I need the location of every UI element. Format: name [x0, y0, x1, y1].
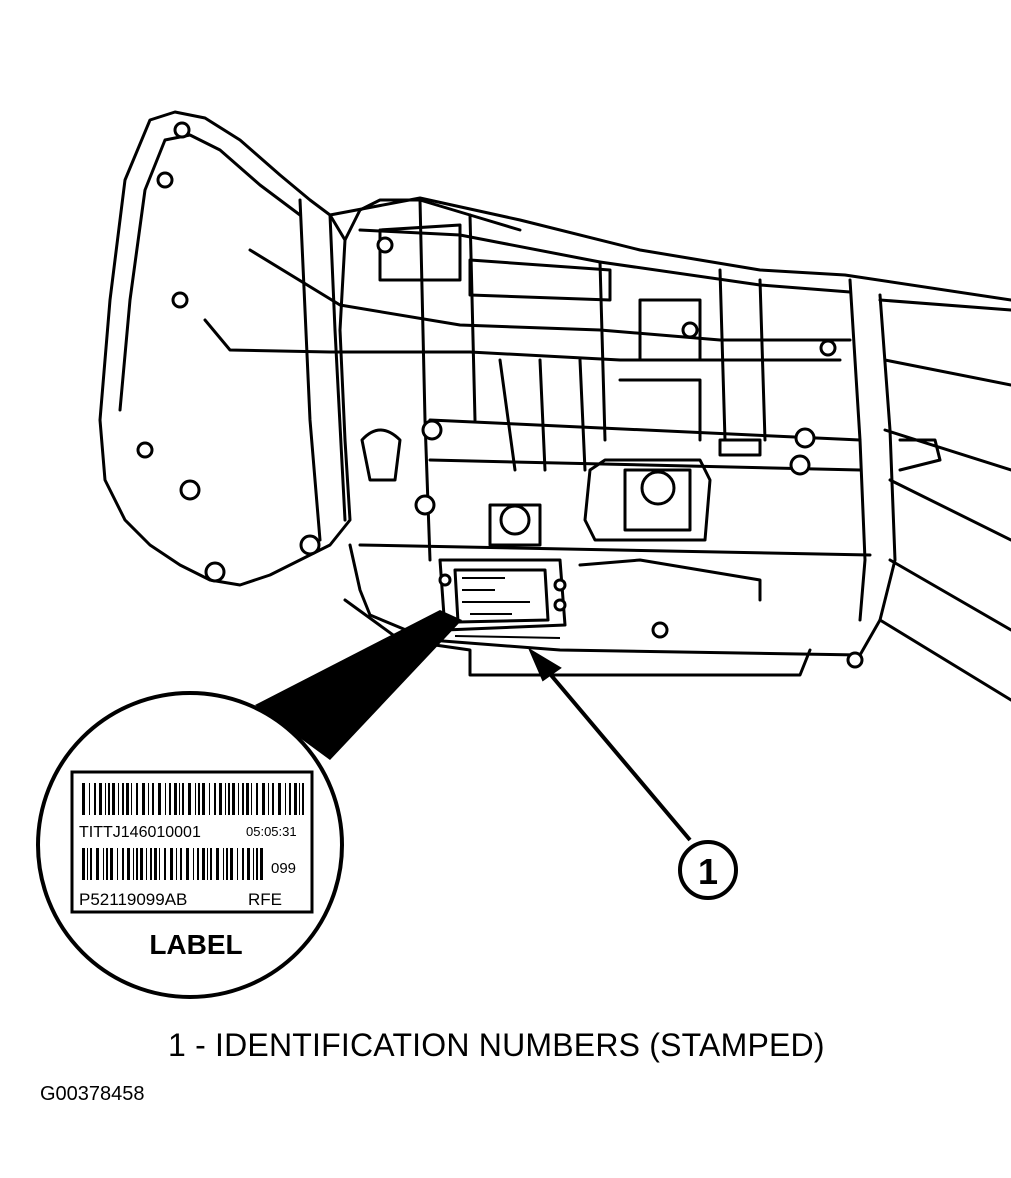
- stamped-id-plate: [454, 577, 561, 639]
- figure-caption: 1 - IDENTIFICATION NUMBERS (STAMPED): [168, 1027, 825, 1063]
- bolt-heads: [136, 121, 864, 669]
- label-code: 099: [271, 860, 296, 877]
- label-inset: TITTJ146010001 05:05:31 099 P52119099AB …: [36, 691, 344, 999]
- callout-arrow: [527, 647, 692, 842]
- barcode-bottom: [82, 848, 263, 880]
- tail-housing: [878, 298, 1011, 312]
- label-type: RFE: [248, 890, 282, 909]
- figure-id: G00378458: [40, 1083, 145, 1105]
- bell-housing: [98, 110, 352, 587]
- label-title: LABEL: [149, 929, 242, 960]
- callout-number: 1: [698, 851, 718, 892]
- case-top: [328, 196, 1011, 302]
- barcode-top: [82, 783, 304, 815]
- callout-1: 1: [678, 840, 738, 900]
- label-time: 05:05:31: [246, 824, 297, 839]
- label-serial: TITTJ146010001: [79, 824, 201, 841]
- label-pointer-wedge: [255, 610, 462, 760]
- label-part-number: P52119099AB: [79, 890, 187, 909]
